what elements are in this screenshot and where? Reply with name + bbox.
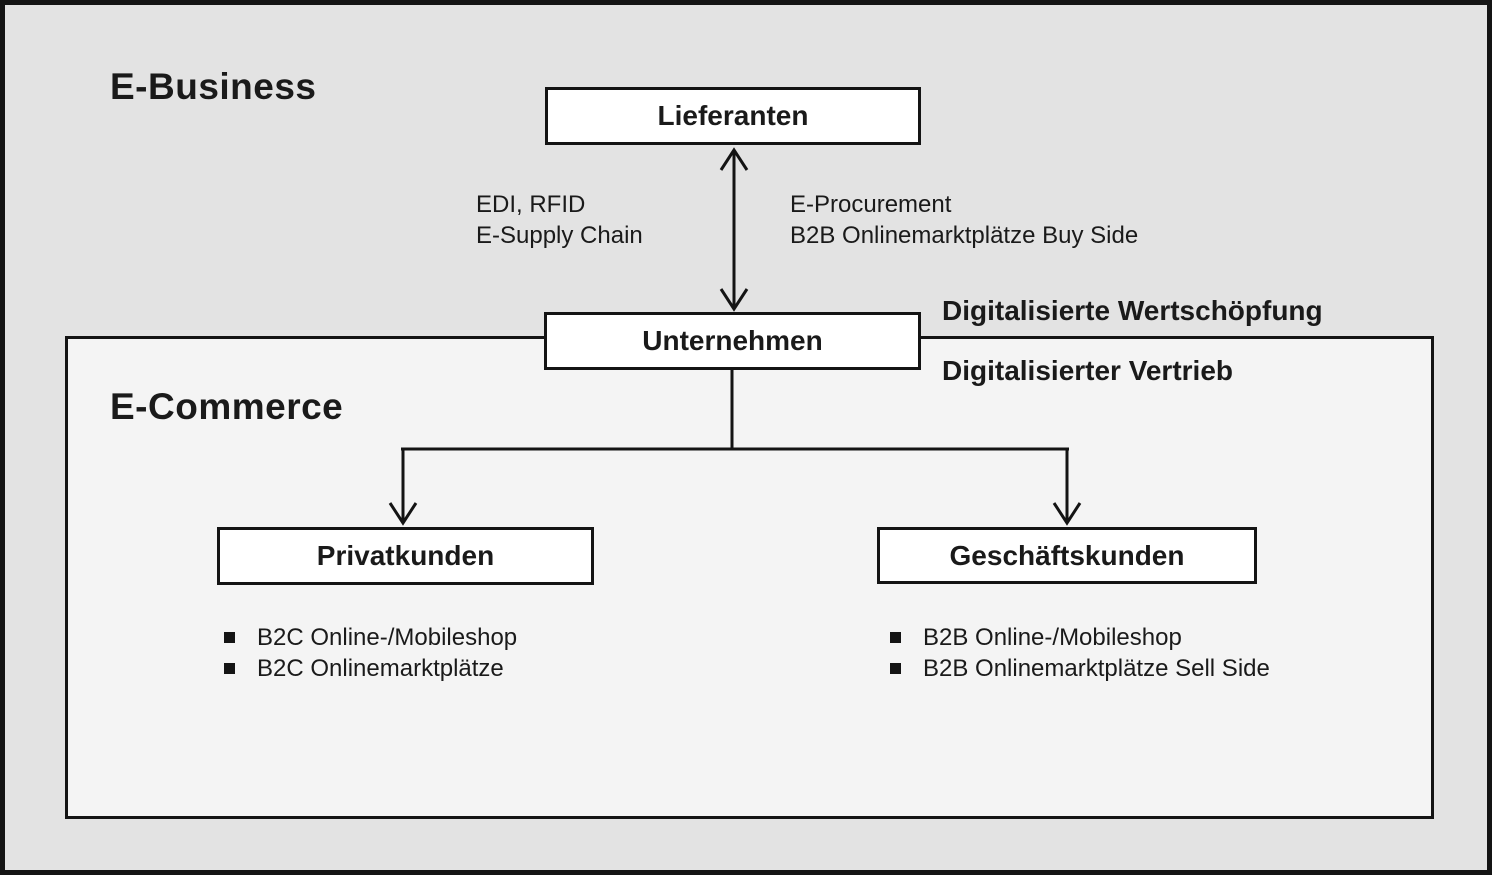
privatkunden-channel-list: B2C Online-/Mobileshop B2C Onlinemarktpl… (224, 622, 517, 684)
bullet-square-icon (890, 663, 901, 674)
node-unternehmen: Unternehmen (544, 312, 921, 370)
list-item-label: B2B Onlinemarktplätze Sell Side (923, 654, 1270, 682)
list-item-label: B2C Onlinemarktplätze (257, 654, 504, 682)
list-item-label: B2C Online-/Mobileshop (257, 623, 518, 651)
list-item: B2B Online-/Mobileshop (890, 622, 1270, 653)
list-item: B2C Onlinemarktplätze (224, 653, 517, 684)
supplier-link-label-left: EDI, RFID E-Supply Chain (476, 189, 643, 251)
bullet-square-icon (890, 632, 901, 643)
ecommerce-section-heading: E-Commerce (110, 386, 344, 427)
list-item: B2B Onlinemarktplätze Sell Side (890, 653, 1270, 684)
annotation-digitalisierte-wertschoepfung: Digitalisierte Wertschöpfung (942, 295, 1323, 326)
supplier-link-label-right-line1: E-Procurement (790, 191, 952, 218)
annotation-digitalisierter-vertrieb: Digitalisierter Vertrieb (942, 355, 1234, 386)
node-privatkunden: Privatkunden (217, 527, 594, 585)
geschaeftskunden-channel-list: B2B Online-/Mobileshop B2B Onlinemarktpl… (890, 622, 1270, 684)
supplier-link-label-left-line2: E-Supply Chain (476, 222, 643, 249)
list-item-label: B2B Online-/Mobileshop (923, 623, 1182, 651)
ebusiness-section-heading: E-Business (110, 66, 317, 107)
bullet-square-icon (224, 663, 235, 674)
bullet-square-icon (224, 632, 235, 643)
double-arrow-lieferanten-unternehmen (719, 147, 749, 312)
supplier-link-label-left-line1: EDI, RFID (476, 191, 586, 218)
node-geschaeftskunden: Geschäftskunden (877, 527, 1257, 584)
supplier-link-label-right: E-Procurement B2B Onlinemarktplätze Buy … (790, 189, 1138, 251)
list-item: B2C Online-/Mobileshop (224, 622, 517, 653)
supplier-link-label-right-line2: B2B Onlinemarktplätze Buy Side (790, 222, 1139, 249)
node-lieferanten: Lieferanten (545, 87, 921, 145)
